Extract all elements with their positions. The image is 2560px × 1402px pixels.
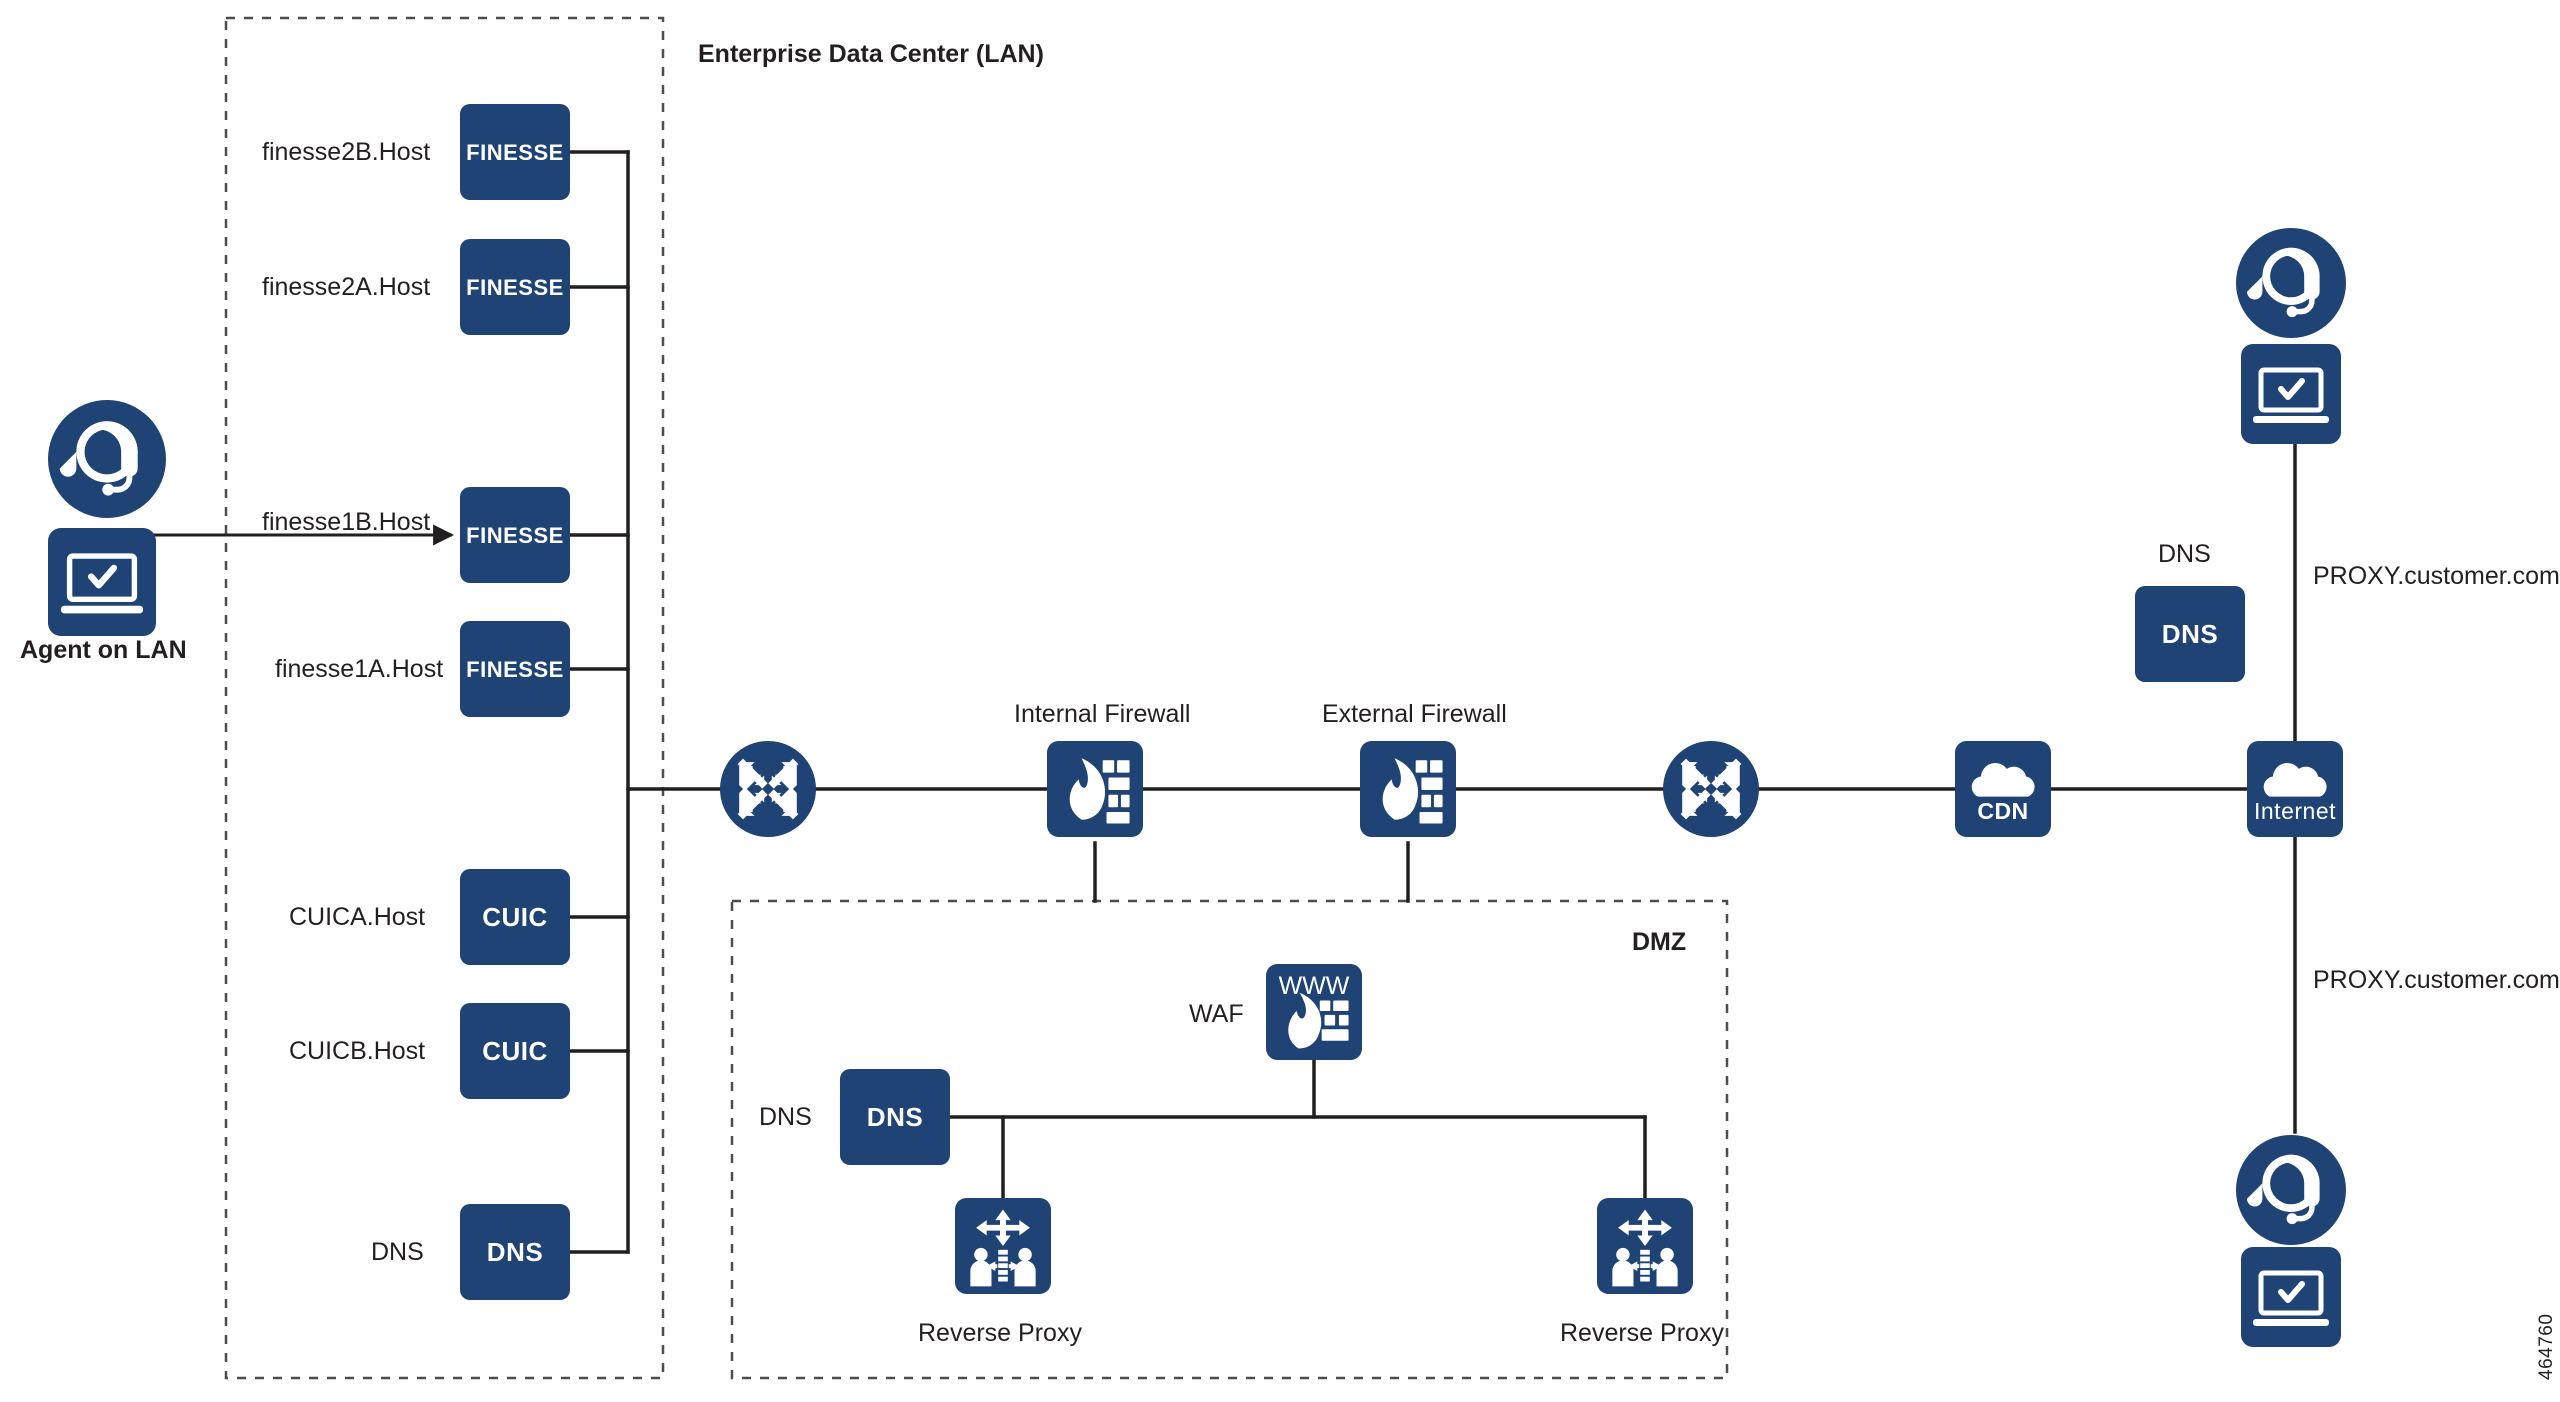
external-firewall-label: External Firewall bbox=[1322, 700, 1507, 728]
finesse2b-box-text: FINESSE bbox=[466, 140, 564, 165]
lan-dns-box[interactable] bbox=[460, 1204, 570, 1300]
figure-number: 464760 bbox=[2536, 1313, 2557, 1380]
dmz-dns-box[interactable] bbox=[840, 1069, 950, 1165]
cuica-box[interactable] bbox=[460, 869, 570, 965]
cdn-label: CDN bbox=[1977, 798, 2029, 824]
cuicb-box[interactable] bbox=[460, 1003, 570, 1099]
lan-zone-label: Enterprise Data Center (LAN) bbox=[698, 40, 1044, 68]
finesse1b-host-label: finesse1B.Host bbox=[262, 508, 431, 536]
reverse-proxy-left-label: Reverse Proxy bbox=[918, 1319, 1082, 1347]
lan-bus-lines bbox=[568, 150, 740, 1254]
lan-dns-label: DNS bbox=[371, 1238, 424, 1266]
lan-dns-box-text: DNS bbox=[486, 1237, 544, 1267]
cuica-box-text: CUIC bbox=[482, 902, 548, 932]
finesse1b-box-text: FINESSE bbox=[466, 523, 564, 548]
headset-icon bbox=[48, 400, 166, 518]
firewall-icon[interactable] bbox=[1047, 741, 1143, 837]
cuicb-host-label: CUICB.Host bbox=[289, 1037, 426, 1065]
dmz-zone-label: DMZ bbox=[1632, 928, 1687, 956]
internal-firewall-label: Internal Firewall bbox=[1014, 700, 1191, 728]
proxy-bottom-label: PROXY.customer.com bbox=[2313, 966, 2560, 994]
laptop-icon bbox=[2241, 1247, 2341, 1347]
finesse1a-host-label: finesse1A.Host bbox=[275, 655, 444, 683]
finesse1b-box[interactable] bbox=[460, 487, 570, 583]
headset-icon bbox=[2236, 1135, 2346, 1245]
finesse2a-box-text: FINESSE bbox=[466, 275, 564, 300]
laptop-icon bbox=[48, 528, 156, 636]
internet-dns-label: DNS bbox=[2158, 540, 2211, 568]
laptop-icon bbox=[2241, 344, 2341, 444]
finesse2a-box[interactable] bbox=[460, 239, 570, 335]
finesse2b-host-label: finesse2B.Host bbox=[262, 138, 431, 166]
finesse2a-host-label: finesse2A.Host bbox=[262, 273, 431, 301]
headset-icon bbox=[2236, 228, 2346, 338]
finesse2b-box[interactable] bbox=[460, 104, 570, 200]
proxy-top-label: PROXY.customer.com bbox=[2313, 562, 2560, 590]
router-icon[interactable] bbox=[1663, 741, 1759, 837]
dmz-zone-boundary bbox=[730, 899, 1729, 1380]
finesse1a-box-text: FINESSE bbox=[466, 657, 564, 682]
internet-dns-box[interactable] bbox=[2135, 586, 2245, 682]
waf-label: WAF bbox=[1189, 1000, 1244, 1028]
cuicb-box-text: CUIC bbox=[482, 1036, 548, 1066]
router-icon[interactable] bbox=[720, 741, 816, 837]
firewall-icon[interactable] bbox=[1360, 741, 1456, 837]
dmz-dns-box-text: DNS bbox=[866, 1102, 924, 1132]
cuica-host-label: CUICA.Host bbox=[289, 903, 426, 931]
dmz-lines bbox=[948, 1058, 1647, 1200]
dmz-dns-label: DNS bbox=[759, 1103, 812, 1131]
backbone-lines bbox=[814, 787, 2249, 903]
agent-on-lan-label: Agent on LAN bbox=[20, 636, 187, 664]
internet-dns-box-text: DNS bbox=[2161, 619, 2219, 649]
reverse-proxy-icon[interactable] bbox=[1597, 1198, 1693, 1294]
reverse-proxy-right-label: Reverse Proxy bbox=[1560, 1319, 1724, 1347]
lan-zone-boundary bbox=[224, 16, 665, 1380]
internet-label: Internet bbox=[2254, 798, 2336, 824]
reverse-proxy-icon[interactable] bbox=[955, 1198, 1051, 1294]
waf-firewall-icon[interactable] bbox=[1266, 964, 1362, 1060]
finesse1a-box[interactable] bbox=[460, 621, 570, 717]
